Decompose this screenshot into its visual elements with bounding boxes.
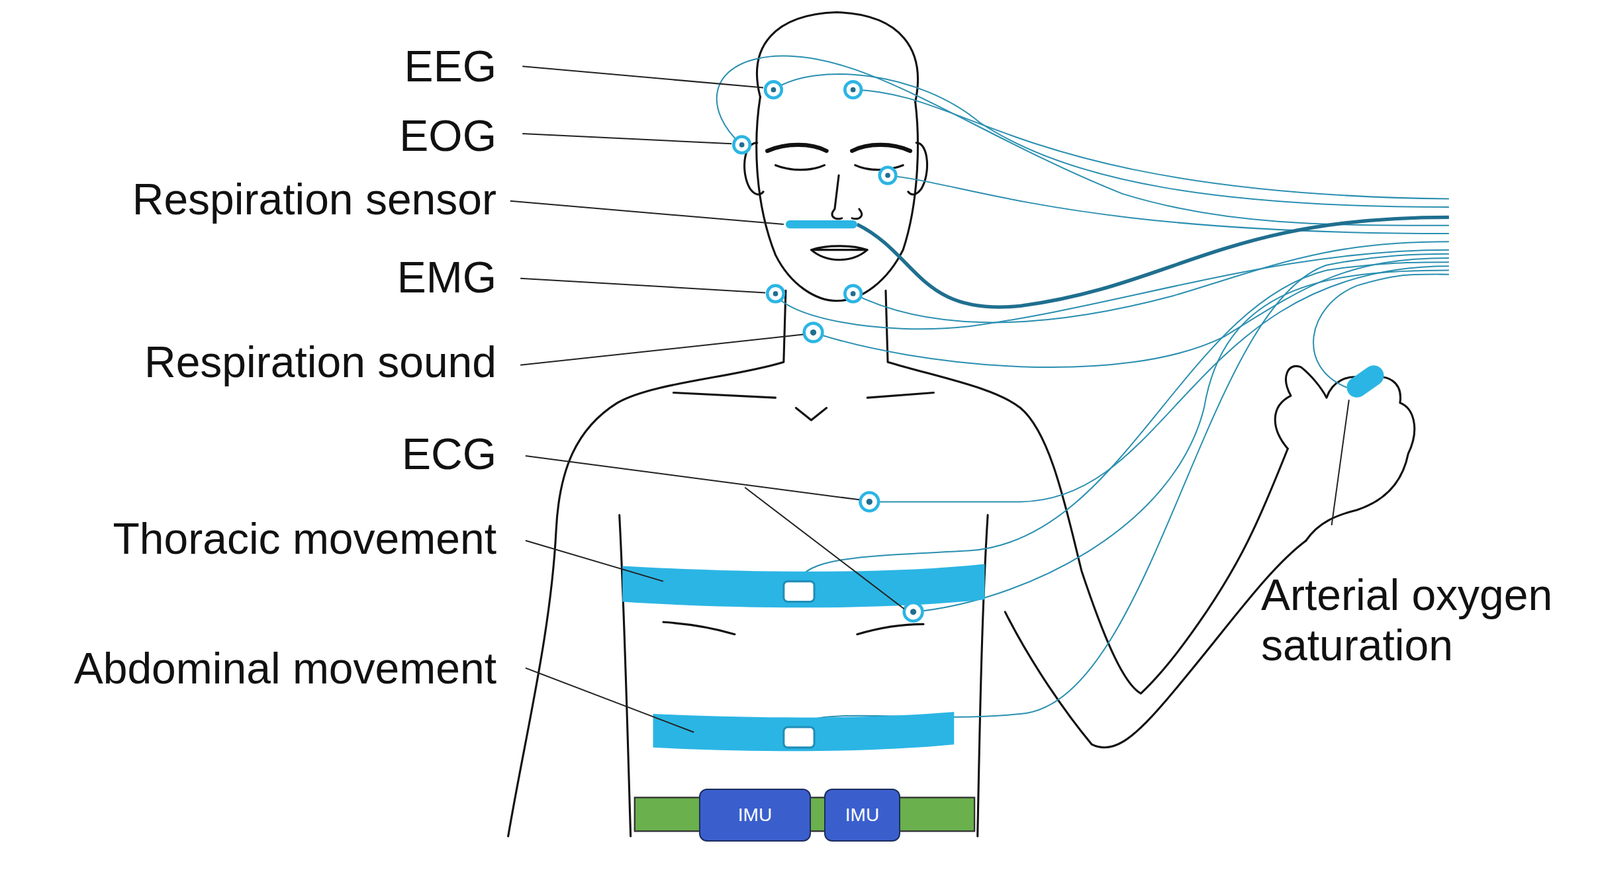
path-shape bbox=[767, 144, 827, 151]
path-shape bbox=[522, 66, 764, 88]
emg-label: EMG bbox=[397, 252, 497, 303]
path-shape bbox=[775, 165, 825, 171]
circle-shape bbox=[866, 499, 873, 506]
path-shape bbox=[716, 55, 1450, 226]
path-shape bbox=[810, 246, 868, 261]
path-shape bbox=[853, 90, 1450, 200]
abdominal-movement-label: Abdominal movement bbox=[74, 643, 497, 694]
path-shape bbox=[673, 392, 776, 398]
path-shape bbox=[813, 258, 1450, 368]
path-shape bbox=[744, 487, 904, 610]
path-shape bbox=[525, 456, 860, 500]
imu-box: IMU bbox=[824, 789, 901, 843]
rect-shape bbox=[783, 581, 815, 603]
path-shape bbox=[1274, 366, 1415, 541]
path-shape bbox=[887, 175, 1450, 234]
path-shape bbox=[1331, 399, 1350, 526]
path-shape bbox=[857, 217, 1450, 308]
path-shape bbox=[653, 712, 955, 752]
circle-shape bbox=[910, 609, 917, 615]
circle-shape bbox=[767, 285, 784, 303]
path-shape bbox=[851, 209, 862, 220]
path-shape bbox=[520, 334, 803, 366]
respiration-sound-label: Respiration sound bbox=[144, 336, 497, 388]
path-shape bbox=[525, 540, 664, 582]
eog-label: EOG bbox=[399, 110, 497, 161]
path-shape bbox=[832, 175, 843, 220]
circle-shape bbox=[844, 285, 862, 303]
circle-shape bbox=[804, 323, 823, 343]
circle-shape bbox=[879, 167, 897, 185]
path-shape bbox=[756, 96, 919, 301]
path-shape bbox=[622, 564, 985, 608]
circle-shape bbox=[885, 172, 891, 179]
rect-shape bbox=[1342, 361, 1388, 402]
imu-box: IMU bbox=[699, 789, 811, 843]
path-shape bbox=[663, 622, 735, 635]
circle-shape bbox=[733, 137, 751, 154]
path-shape bbox=[857, 624, 924, 635]
rect-shape bbox=[783, 727, 815, 749]
circle-shape bbox=[771, 87, 777, 93]
electrodes bbox=[733, 81, 923, 621]
path-shape bbox=[867, 392, 934, 398]
leader-lines bbox=[510, 66, 1350, 733]
imu-text: IMU bbox=[738, 804, 772, 827]
imu-text: IMU bbox=[845, 804, 880, 827]
path-shape bbox=[799, 262, 1450, 582]
circle-shape bbox=[904, 603, 923, 622]
circle-shape bbox=[765, 81, 782, 98]
sensor-belts bbox=[622, 220, 1388, 832]
path-shape bbox=[619, 515, 631, 837]
circle-shape bbox=[844, 81, 862, 98]
path-shape bbox=[520, 278, 766, 294]
ecg-label: ECG bbox=[401, 428, 497, 480]
circle-shape bbox=[810, 329, 817, 336]
eeg-label: EEG bbox=[404, 41, 497, 92]
rect-shape bbox=[785, 220, 858, 229]
path-shape bbox=[510, 201, 784, 225]
path-shape bbox=[795, 408, 827, 421]
circle-shape bbox=[773, 291, 779, 297]
path-shape bbox=[1004, 540, 1307, 749]
path-shape bbox=[522, 133, 732, 144]
path-shape bbox=[913, 270, 1450, 612]
path-shape bbox=[508, 290, 786, 837]
circle-shape bbox=[850, 87, 856, 93]
circle-shape bbox=[859, 493, 879, 512]
path-shape bbox=[977, 515, 988, 837]
path-shape bbox=[525, 668, 694, 733]
body-outline bbox=[508, 11, 1415, 837]
respiration-sensor-label: Respiration sensor bbox=[132, 174, 497, 225]
path-shape bbox=[853, 241, 1450, 323]
path-shape bbox=[851, 144, 911, 151]
circle-shape bbox=[739, 142, 745, 148]
path-shape bbox=[757, 11, 919, 102]
oxygen-saturation-label: Arterial oxygen saturation bbox=[1261, 569, 1579, 671]
path-shape bbox=[773, 74, 1449, 208]
path-shape bbox=[855, 165, 903, 171]
thoracic-movement-label: Thoracic movement bbox=[112, 513, 497, 565]
circle-shape bbox=[850, 291, 856, 297]
